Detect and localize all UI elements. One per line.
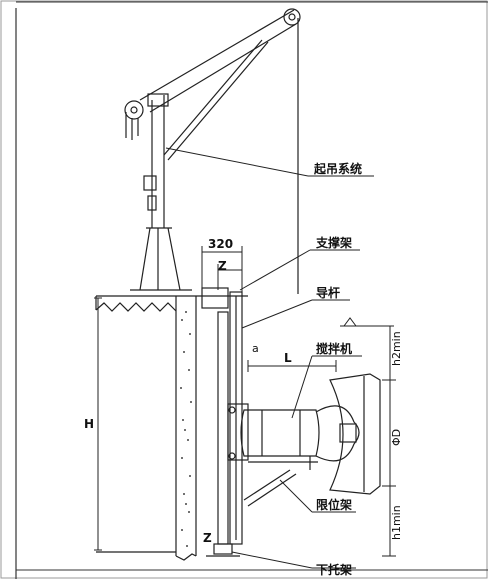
concrete-wall: [95, 295, 197, 561]
right-dimensions: [340, 317, 396, 557]
limit-frame-label: 限位架: [316, 497, 352, 512]
concrete-hatch: [180, 311, 192, 547]
d-label: ΦD: [390, 429, 403, 446]
h2-label: h2min: [390, 331, 403, 366]
l-label: L: [284, 351, 292, 365]
l-dimension: [247, 360, 337, 372]
h1-label: h1min: [390, 505, 403, 540]
z-top-label: Z: [218, 259, 227, 273]
a-label: a: [252, 342, 259, 355]
top-dimensions: [201, 246, 243, 292]
crane: [124, 8, 301, 294]
mixer-label: 搅拌机: [316, 341, 352, 356]
lifting-system-label: 起吊系统: [313, 161, 362, 176]
guide-rod-label: 导杆: [316, 285, 340, 300]
width-320-label: 320: [208, 237, 233, 251]
z-bottom-label: Z: [203, 531, 212, 545]
guide-assembly: [196, 287, 248, 557]
bottom-bracket-label: 下托架: [316, 562, 352, 577]
h-label: H: [84, 417, 94, 431]
h-dimension: [94, 297, 102, 551]
support-frame-label: 支撑架: [315, 235, 352, 250]
mixer-body: [227, 373, 381, 507]
leader-lines: [165, 147, 374, 569]
